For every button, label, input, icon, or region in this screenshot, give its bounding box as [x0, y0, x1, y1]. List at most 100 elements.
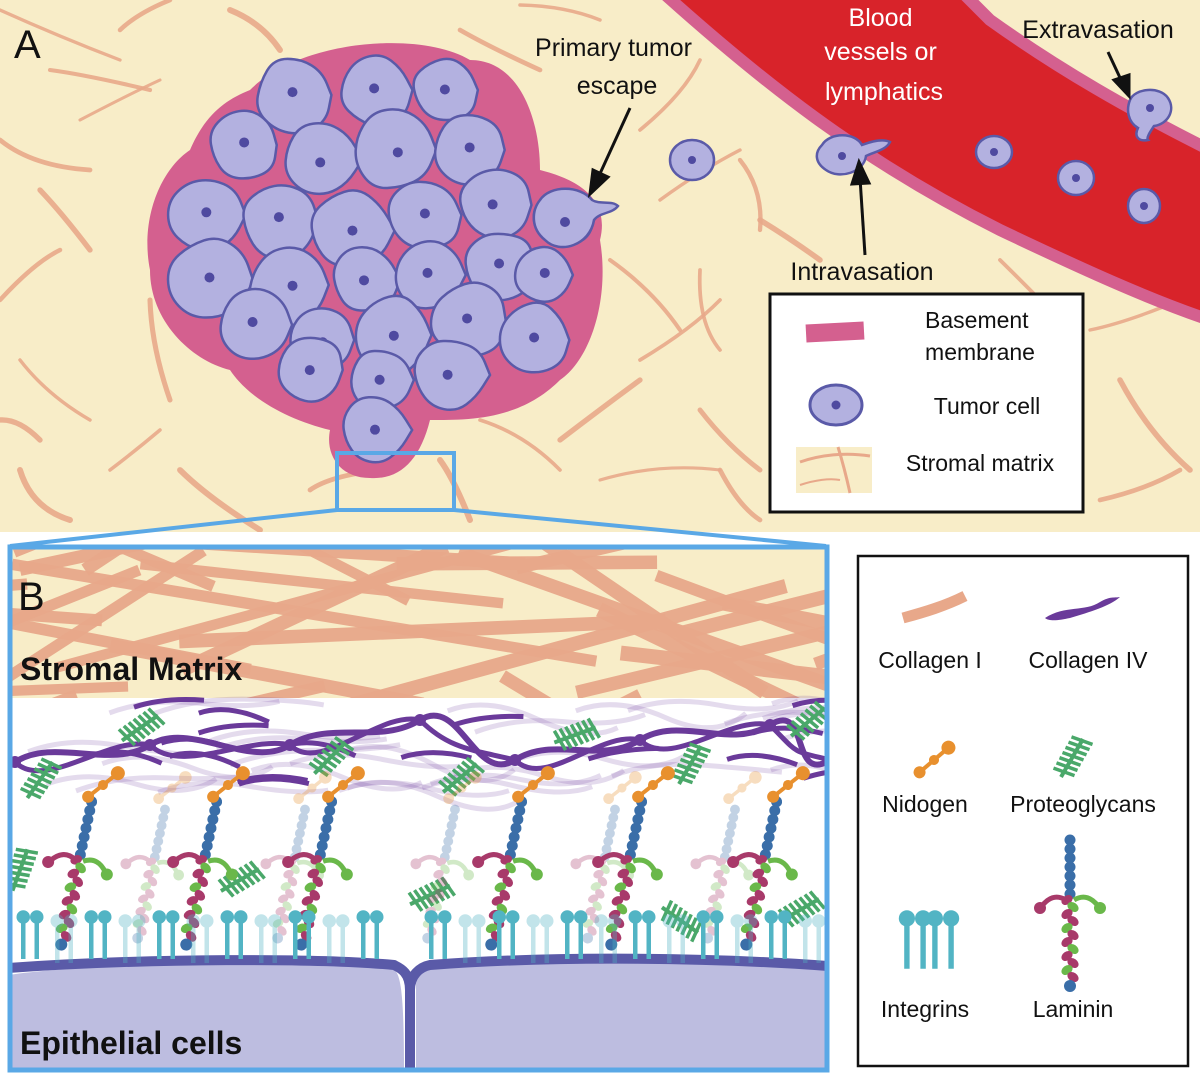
- integrin: [926, 910, 960, 969]
- collagen-iv-fiber: [515, 749, 688, 769]
- extravasation-label: Extravasation: [1022, 16, 1173, 44]
- collagen-fiber: [1097, 467, 1183, 503]
- collagen-fiber: [717, 467, 763, 523]
- nidogen-legend: Nidogen: [882, 791, 968, 817]
- nucleus: [462, 313, 473, 324]
- collagen-iv-fiber: [452, 713, 524, 728]
- collagen-iv-fiber: [400, 750, 472, 761]
- proteoglycan: [308, 736, 355, 778]
- collagen-iv-fiber: [768, 717, 828, 768]
- integrin: [696, 910, 724, 959]
- nucleus: [374, 374, 385, 385]
- integrin: [322, 914, 350, 963]
- integrin: [628, 910, 656, 959]
- nucleus: [315, 157, 326, 168]
- nucleus: [204, 272, 215, 283]
- collagen-iv-fiber: [513, 737, 642, 763]
- collagen-iv-fiber: [168, 750, 241, 770]
- laminin: [727, 796, 798, 951]
- collagen-fiber: [0, 137, 93, 173]
- nucleus: [287, 280, 298, 291]
- integrin-row: [16, 910, 826, 963]
- laminin-swatch: [1034, 834, 1106, 992]
- collagen-fibers-a: [0, 0, 1198, 532]
- collagen-fiber: [0, 417, 43, 443]
- collagen-iv-fiber: [13, 742, 152, 765]
- integrin: [118, 914, 146, 963]
- collagen-fiber: [47, 67, 153, 93]
- collagen-i-fiber: [8, 681, 129, 697]
- intravasating-cell: [815, 134, 892, 176]
- integrin: [458, 914, 486, 963]
- nucleus: [529, 332, 540, 343]
- proteoglycan-swatch: [1052, 735, 1094, 779]
- nucleus: [494, 258, 505, 269]
- annotation-arrows: [587, 51, 1131, 256]
- laminin: [592, 796, 663, 951]
- collagen-i-fibers: [8, 546, 828, 698]
- nucleus: [439, 84, 450, 95]
- proteoglycan: [19, 757, 63, 800]
- collagen-iv-fiber: [108, 698, 280, 716]
- nucleus: [1140, 202, 1148, 210]
- collagen-fiber: [638, 298, 722, 362]
- escaping-tumor-cell: [532, 187, 620, 249]
- nucleus: [392, 147, 403, 158]
- collagen-fiber: [607, 257, 683, 333]
- panel-a: A Primary tumor escape Blood vessels or …: [0, 0, 1200, 532]
- collagen-i-fiber: [178, 613, 666, 649]
- nucleus: [369, 83, 380, 94]
- collagen-iv-fiber: [723, 709, 828, 727]
- collagen-i-swatch: [901, 591, 968, 624]
- primary-tumor-escape-label: Primary tumor escape: [535, 34, 699, 100]
- collagen-iv-fiber: [474, 712, 646, 735]
- proteoglycan: [407, 876, 457, 912]
- integrin: [424, 910, 452, 959]
- collagen-iv-fiber: [574, 702, 748, 731]
- collagen-iv-fiber: [513, 736, 641, 771]
- collagen-iv-fiber: [343, 744, 516, 783]
- collagen-iv-fiber: [288, 717, 422, 748]
- collagen-fiber: [557, 377, 643, 443]
- proteoglycan: [217, 860, 266, 898]
- integrin: [492, 910, 520, 959]
- integrin: [594, 914, 622, 963]
- collagen-fiber: [598, 466, 722, 482]
- collagen-iv-fiber: [198, 707, 270, 725]
- nucleus: [1072, 174, 1080, 182]
- nucleus: [247, 317, 258, 328]
- collagen-iv-fiber: [726, 752, 798, 768]
- collagen-iv-fiber: [197, 722, 269, 736]
- nucleus: [304, 365, 315, 376]
- integrin: [16, 910, 44, 959]
- collagen-fiber: [177, 467, 263, 532]
- tumor-cell: [284, 122, 364, 196]
- integrin: [220, 910, 248, 959]
- integrin: [50, 914, 78, 963]
- proteoglycan: [117, 707, 166, 747]
- nucleus: [388, 330, 399, 341]
- proteoglycan: [552, 717, 601, 752]
- collagen-iv-fiber: [148, 740, 291, 759]
- collagen-i-fiber: [290, 546, 411, 606]
- basement-membrane-swatch: [805, 321, 865, 343]
- collagen-i-fiber: [8, 546, 207, 684]
- laminin-legend: Laminin: [1033, 996, 1114, 1022]
- intravasation-label: Intravasation: [790, 258, 933, 286]
- nucleus: [464, 142, 475, 153]
- collagen-iv-fiber: [90, 749, 163, 766]
- tumor-cell-legend: Tumor cell: [934, 393, 1041, 419]
- nidogen: [767, 766, 810, 803]
- integrin: [798, 914, 826, 963]
- collagen-iv-fiber: [762, 705, 828, 721]
- collagen-iv-fiber: [157, 780, 329, 795]
- collagen-iv-fiber: [418, 712, 517, 768]
- collagen-fiber: [697, 407, 763, 473]
- collagen-i-legend: Collagen I: [878, 647, 982, 673]
- collagen-iv-fiber: [289, 752, 461, 770]
- collagen-fiber: [37, 187, 93, 253]
- collagen-fiber: [17, 467, 73, 523]
- integrins-legend: Integrins: [881, 996, 969, 1022]
- proteoglycan: [660, 899, 703, 943]
- collagen-iv-fiber: [288, 716, 421, 756]
